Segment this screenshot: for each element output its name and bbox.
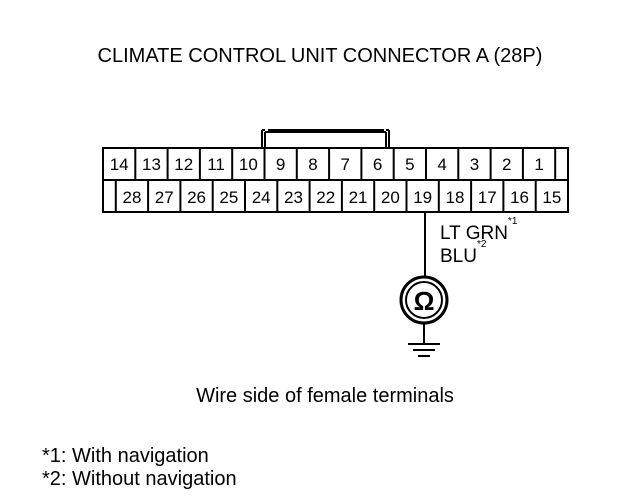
ground-icon <box>408 323 440 357</box>
terminal-27: 27 <box>155 188 174 207</box>
svg-text:Ω: Ω <box>414 286 435 316</box>
terminal-23: 23 <box>284 188 303 207</box>
terminal-17: 17 <box>478 188 497 207</box>
terminal-26: 26 <box>187 188 206 207</box>
footnote-1: *1: With navigation <box>42 445 209 467</box>
terminal-12: 12 <box>174 155 193 174</box>
footnote-2: *2: Without navigation <box>42 468 237 490</box>
terminal-24: 24 <box>252 188 271 207</box>
terminal-21: 21 <box>349 188 368 207</box>
terminal-10: 10 <box>239 155 258 174</box>
terminal-18: 18 <box>445 188 464 207</box>
connector-latch <box>261 129 390 148</box>
terminal-22: 22 <box>316 188 335 207</box>
terminal-25: 25 <box>219 188 238 207</box>
terminal-3: 3 <box>470 155 479 174</box>
connector-bottom-row: 28 27 26 25 24 23 22 21 20 19 18 17 16 15 <box>114 180 561 212</box>
diagram-caption: Wire side of female terminals <box>196 385 454 407</box>
terminal-5: 5 <box>405 155 414 174</box>
terminal-28: 28 <box>122 188 141 207</box>
terminal-1: 1 <box>534 155 543 174</box>
ohmmeter-icon: Ω <box>399 275 449 325</box>
terminal-2: 2 <box>502 155 511 174</box>
wire-color-2-note: *2 <box>476 238 487 250</box>
terminal-15: 15 <box>542 188 561 207</box>
terminal-8: 8 <box>308 155 317 174</box>
terminal-20: 20 <box>381 188 400 207</box>
wire-color-1-note: *1 <box>507 215 518 227</box>
terminal-4: 4 <box>437 155 446 174</box>
terminal-6: 6 <box>373 155 382 174</box>
terminal-11: 11 <box>207 155 225 174</box>
wire-color-1-text: LT GRN <box>440 223 508 244</box>
diagram-title: CLIMATE CONTROL UNIT CONNECTOR A (28P) <box>97 45 543 67</box>
wire-color-2: BLU*2 <box>440 239 486 267</box>
terminal-13: 13 <box>142 155 161 174</box>
terminal-16: 16 <box>510 188 529 207</box>
terminal-7: 7 <box>341 155 350 174</box>
wire-color-2-text: BLU <box>440 246 477 267</box>
wire-color-1: LT GRN*1 <box>440 216 517 244</box>
terminal-14: 14 <box>110 155 129 174</box>
terminal-19: 19 <box>413 188 432 207</box>
terminal-9: 9 <box>276 155 285 174</box>
connector-top-row: 14 13 12 11 10 9 8 7 6 5 4 3 2 1 <box>110 148 557 180</box>
